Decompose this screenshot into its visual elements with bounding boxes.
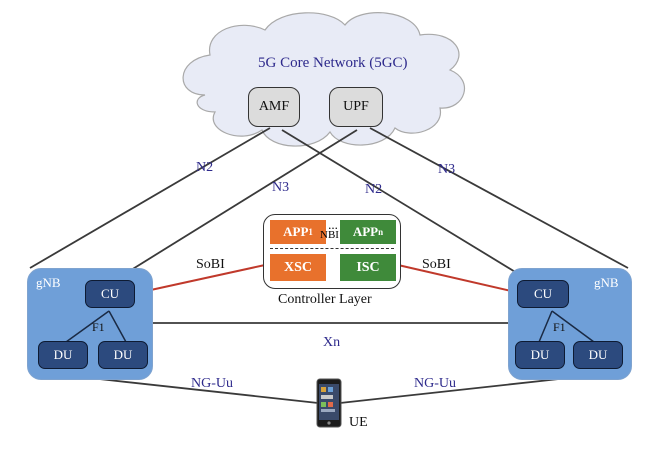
- gnb-left-du-2: DU: [98, 341, 148, 369]
- link-n3-right: [369, 127, 629, 269]
- gnb-right-f1-lines: [538, 310, 595, 343]
- link-sobi-left: [136, 264, 266, 294]
- app-1-label: APP: [283, 224, 309, 239]
- label-n2-right: N2: [365, 182, 383, 197]
- phone-icon: [316, 378, 342, 428]
- xsc-block: XSC: [270, 254, 326, 281]
- label-n3-left: N3: [272, 180, 290, 195]
- link-n2-right: [281, 129, 541, 288]
- link-n2-left: [29, 127, 271, 269]
- label-nguu-left: NG-Uu: [191, 376, 233, 391]
- app-1-sub: 1: [308, 227, 313, 237]
- gnb-right-du-2: DU: [573, 341, 623, 369]
- app-n-label: APP: [352, 224, 379, 239]
- link-nguu-right: [339, 377, 569, 404]
- label-nguu-right: NG-Uu: [414, 376, 456, 391]
- label-xn: Xn: [323, 335, 341, 350]
- amf-node: AMF: [248, 87, 300, 127]
- gnb-right: gNB CU F1 DU DU: [508, 268, 632, 380]
- core-title: 5G Core Network (5GC): [258, 55, 408, 71]
- label-n2-left: N2: [196, 160, 214, 175]
- label-sobi-left: SoBI: [196, 257, 225, 272]
- gnb-right-label: gNB: [594, 275, 619, 290]
- link-nguu-left: [89, 377, 319, 404]
- gnb-left-f1-label: F1: [92, 320, 105, 334]
- gnb-left-f1-lines: [65, 310, 127, 343]
- label-n3-right: N3: [438, 162, 456, 177]
- app-n-sub: n: [378, 227, 384, 237]
- core-cloud: [182, 12, 466, 147]
- gnb-right-cu: CU: [517, 280, 569, 308]
- label-sobi-right: SoBI: [422, 257, 451, 272]
- ue-label: UE: [349, 415, 368, 430]
- gnb-left-cu: CU: [85, 280, 135, 308]
- gnb-left: gNB CU F1 DU DU: [27, 268, 153, 380]
- link-sobi-right: [397, 264, 521, 294]
- link-n3-left: [101, 129, 358, 289]
- upf-node: UPF: [329, 87, 383, 127]
- gnb-right-du-1: DU: [515, 341, 565, 369]
- nbi-divider: [270, 248, 394, 249]
- gnb-right-f1-label: F1: [553, 320, 566, 334]
- nbi-label: NBI: [320, 229, 339, 241]
- gnb-left-du-1: DU: [38, 341, 88, 369]
- isc-block: ISC: [340, 254, 396, 281]
- gnb-left-label: gNB: [36, 275, 61, 290]
- dots-label: ...: [328, 217, 338, 232]
- controller-layer-label: Controller Layer: [278, 292, 372, 307]
